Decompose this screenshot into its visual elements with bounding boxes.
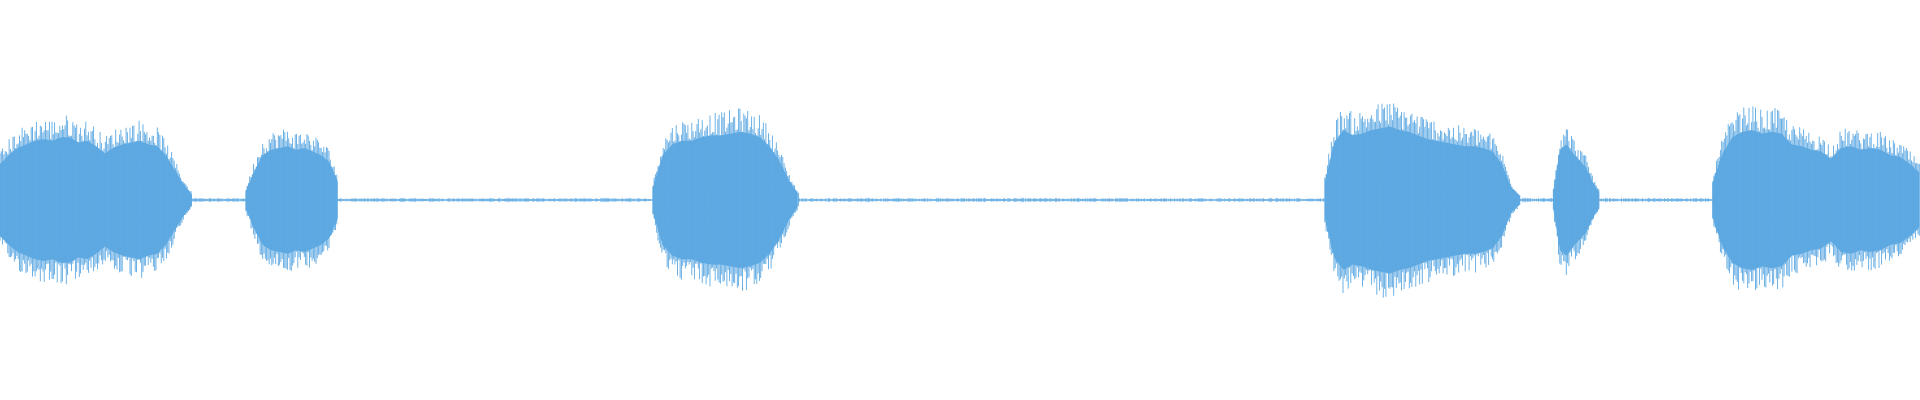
silence-noise [798, 197, 1326, 203]
waveform-peaks [1324, 103, 1521, 298]
waveform-segment-2 [245, 129, 338, 271]
waveform-peaks [652, 108, 799, 291]
silence-noise [337, 197, 653, 203]
waveform-peaks [1712, 106, 1920, 290]
waveform-segment-4 [1324, 103, 1521, 298]
silence-noise [1599, 197, 1713, 203]
waveform-segment-3 [652, 108, 799, 291]
waveform-peaks [245, 129, 338, 271]
silence-noise [1520, 197, 1553, 203]
waveform-segment-1 [0, 115, 192, 285]
waveform-peaks [1552, 129, 1600, 275]
waveform-segment-5 [1552, 129, 1600, 275]
waveform-segment-6 [1712, 106, 1920, 290]
waveform-peaks [0, 115, 192, 285]
